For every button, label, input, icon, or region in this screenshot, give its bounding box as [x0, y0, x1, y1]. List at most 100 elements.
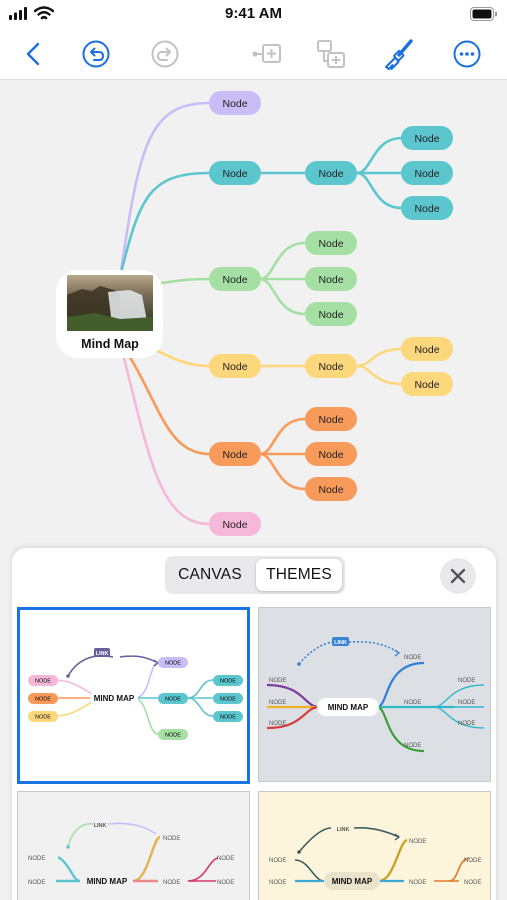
- root-node-label: Mind Map: [81, 337, 139, 351]
- mindmap-node[interactable]: Node: [305, 477, 357, 501]
- back-button[interactable]: [16, 36, 52, 72]
- mindmap-node[interactable]: Node: [305, 267, 357, 291]
- tab-canvas[interactable]: CANVAS: [178, 566, 242, 583]
- theme-1-node-label: NODE: [35, 697, 51, 703]
- mindmap-node-label: Node: [222, 168, 247, 180]
- status-bar: 9:41 AM: [0, 0, 507, 28]
- theme-card-4[interactable]: LINK MIND MAP NODE NODE NODE NODE NODE N…: [258, 791, 491, 900]
- undo-button[interactable]: [78, 36, 114, 72]
- mindmap-node[interactable]: Node: [209, 161, 261, 185]
- more-icon: [453, 40, 481, 68]
- mindmap-node-label: Node: [318, 168, 343, 180]
- add-sibling-node-button[interactable]: [313, 36, 349, 72]
- mindmap-node-label: Node: [414, 379, 439, 391]
- segmented-control: CANVAS THEMES: [165, 556, 345, 594]
- mindmap-node[interactable]: Node: [401, 337, 453, 361]
- theme-4-node-label: NODE: [464, 858, 481, 864]
- redo-icon: [151, 40, 179, 68]
- mindmap-node[interactable]: Node: [305, 302, 357, 326]
- mindmap-node-label: Node: [414, 133, 439, 145]
- mindmap-node[interactable]: Node: [401, 196, 453, 220]
- theme-1-node-label: NODE: [165, 697, 181, 703]
- chevron-left-icon: [26, 42, 40, 66]
- mindmap-node-label: Node: [318, 238, 343, 250]
- add-sibling-node-icon: [317, 40, 345, 68]
- status-time: 9:41 AM: [225, 5, 282, 22]
- mindmap-node-label: Node: [222, 274, 247, 286]
- theme-2-node-label: NODE: [269, 721, 286, 727]
- mindmap-node[interactable]: Node: [209, 512, 261, 536]
- themes-panel: CANVAS THEMES LINK: [12, 548, 496, 900]
- mindmap-node-label: Node: [318, 361, 343, 373]
- mindmap-node[interactable]: Node: [401, 161, 453, 185]
- theme-3-node-label: NODE: [217, 856, 234, 862]
- mindmap-node-label: Node: [414, 203, 439, 215]
- mindmap-node-label: Node: [318, 414, 343, 426]
- mindmap-node[interactable]: Node: [305, 354, 357, 378]
- mindmap-node[interactable]: Node: [305, 407, 357, 431]
- mindmap-node[interactable]: Node: [305, 161, 357, 185]
- theme-2-node-label: NODE: [404, 743, 421, 749]
- toolbar: [0, 28, 507, 80]
- add-child-node-button[interactable]: [248, 36, 284, 72]
- theme-2-node-label: NODE: [458, 721, 475, 727]
- theme-3-node-label: NODE: [28, 856, 45, 862]
- theme-3-node-label: NODE: [163, 880, 180, 886]
- mindmap-node[interactable]: Node: [401, 126, 453, 150]
- theme-3-node-label: NODE: [28, 880, 45, 886]
- theme-2-node-label: NODE: [458, 678, 475, 684]
- theme-2-node-label: NODE: [404, 655, 421, 661]
- mindmap-node-label: Node: [222, 519, 247, 531]
- mindmap-node[interactable]: Node: [305, 442, 357, 466]
- mindmap-node[interactable]: Node: [401, 372, 453, 396]
- theme-card-2[interactable]: LINK MIND MAP NODE NODE NODE NODE NODE N…: [258, 607, 491, 782]
- mindmap-node[interactable]: Node: [305, 231, 357, 255]
- theme-1-node-label: NODE: [220, 697, 236, 703]
- mindmap-node-label: Node: [222, 361, 247, 373]
- theme-1-link-label: LINK: [96, 651, 109, 657]
- redo-button[interactable]: [147, 36, 183, 72]
- mindmap-node-label: Node: [222, 98, 247, 110]
- theme-1-node-label: NODE: [220, 715, 236, 721]
- signal-icon: [9, 7, 27, 20]
- add-child-node-icon: [252, 44, 281, 63]
- mindmap-node-label: Node: [318, 449, 343, 461]
- mindmap-node[interactable]: Node: [209, 91, 261, 115]
- mindmap-node[interactable]: Node: [209, 354, 261, 378]
- theme-2-node-label: NODE: [458, 700, 475, 706]
- theme-4-root-label: MIND MAP: [332, 877, 373, 886]
- battery-icon: [470, 7, 497, 21]
- theme-3-node-label: NODE: [217, 880, 234, 886]
- theme-4-node-label: NODE: [269, 858, 286, 864]
- theme-2-node-label: NODE: [269, 678, 286, 684]
- wifi-icon: [34, 6, 54, 20]
- theme-1-root-label: MIND MAP: [94, 694, 135, 703]
- undo-icon: [82, 40, 110, 68]
- root-node[interactable]: Mind Map: [56, 270, 163, 358]
- theme-3-root-label: MIND MAP: [87, 877, 128, 886]
- theme-card-1[interactable]: LINK MIND MAP NODE NODE NODE NODE NODE N…: [17, 607, 250, 784]
- theme-1-node-label: NODE: [165, 733, 181, 739]
- theme-card-3[interactable]: LINK MIND MAP NODE NODE NODE NODE NODE N…: [17, 791, 250, 900]
- close-button[interactable]: [440, 558, 476, 594]
- mindmap-node[interactable]: Node: [209, 267, 261, 291]
- mindmap-node[interactable]: Node: [209, 442, 261, 466]
- theme-1-node-label: NODE: [35, 679, 51, 685]
- theme-1-node-label: NODE: [220, 679, 236, 685]
- theme-2-link-label: LINK: [334, 640, 347, 646]
- mindmap-node-label: Node: [414, 168, 439, 180]
- style-button[interactable]: [380, 36, 416, 72]
- mindmap-node-label: Node: [414, 344, 439, 356]
- mindmap-node-label: Node: [318, 484, 343, 496]
- root-node-image: [67, 275, 153, 331]
- theme-2-root-label: MIND MAP: [328, 703, 369, 712]
- theme-4-node-label: NODE: [409, 839, 426, 845]
- more-button[interactable]: [449, 36, 485, 72]
- mindmap-node-label: Node: [318, 274, 343, 286]
- tab-themes[interactable]: THEMES: [256, 559, 342, 591]
- close-icon: [450, 568, 466, 584]
- theme-4-node-label: NODE: [409, 880, 426, 886]
- theme-4-node-label: NODE: [464, 880, 481, 886]
- theme-4-node-label: NODE: [269, 880, 286, 886]
